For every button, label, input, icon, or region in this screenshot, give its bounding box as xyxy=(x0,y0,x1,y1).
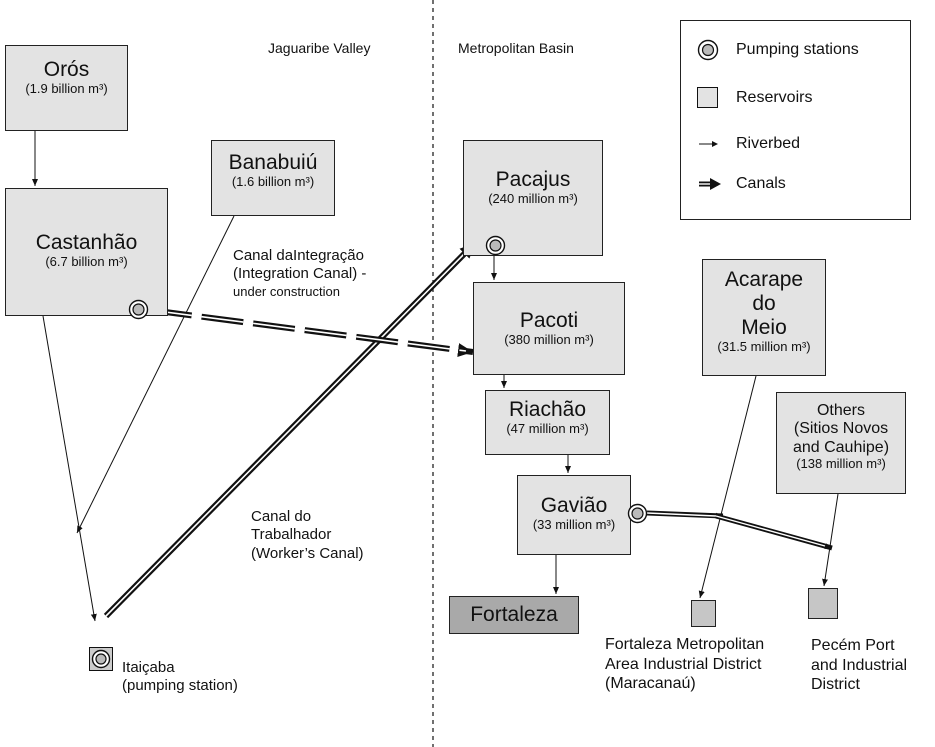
legend-item-reservoirs: Reservoirs xyxy=(681,83,910,113)
reservoir-name-line: Others xyxy=(816,402,865,419)
label-line: Trabalhador xyxy=(251,526,332,544)
reservoir-capacity: (138 million m³) xyxy=(796,456,886,472)
destination-fortaleza: Fortaleza xyxy=(449,596,579,634)
reservoir-capacity: (240 million m³) xyxy=(488,191,578,207)
reservoir-name-line: and Cauhipe) xyxy=(792,438,890,456)
riverbed-others-pecem xyxy=(822,493,839,587)
reservoir-capacity: (1.6 billion m³) xyxy=(231,174,315,190)
label-line: and Industrial xyxy=(811,656,908,674)
reservoir-name-line: Acarape xyxy=(724,268,804,291)
reservoir-acarape-do-meio: Acarape do Meio (31.5 million m³) xyxy=(702,259,826,376)
label-line: Area Industrial District xyxy=(605,655,762,673)
legend: Pumping stations Reservoirs Riverbed Can… xyxy=(680,20,911,220)
workers-canal-label: Canal do Trabalhador (Worker’s Canal) xyxy=(251,508,364,563)
maracanau-label: Fortaleza Metropolitan Area Industrial D… xyxy=(605,635,764,694)
label-line: (pumping station) xyxy=(122,677,238,695)
industrial-district-maracanau xyxy=(691,600,716,627)
pecem-label: Pecém Port and Industrial District xyxy=(811,636,907,695)
label-line: under construction xyxy=(233,283,340,299)
legend-item-canals: Canals xyxy=(681,169,910,199)
riverbed-arrow-icon xyxy=(699,141,718,147)
reservoir-name: Gavião xyxy=(540,494,608,517)
reservoir-name: Pacoti xyxy=(519,309,579,332)
reservoir-name-line: Meio xyxy=(741,316,787,340)
riverbed-banabuiu-itaicaba xyxy=(76,215,235,534)
legend-label: Canals xyxy=(736,175,786,192)
label-line: Pecém Port xyxy=(811,637,895,654)
pumping-station-icon xyxy=(128,299,149,320)
canal-arrow-icon xyxy=(699,178,721,190)
reservoir-capacity: (380 million m³) xyxy=(504,332,594,348)
legend-label: Riverbed xyxy=(736,135,801,152)
label-line: (Maracanaú) xyxy=(605,675,696,693)
label-line: Fortaleza Metropolitan xyxy=(605,636,765,653)
reservoir-capacity: (31.5 million m³) xyxy=(717,339,811,355)
legend-item-pumping: Pumping stations xyxy=(681,35,910,65)
reservoir-riachao: Riachão (47 million m³) xyxy=(485,390,610,455)
label-line: (Integration Canal) - xyxy=(233,265,367,283)
reservoir-name: Riachão xyxy=(508,398,587,421)
label-line: Canal do xyxy=(251,508,312,525)
pumping-station-icon xyxy=(485,235,506,256)
reservoir-castanhao: Castanhão (6.7 billion m³) xyxy=(5,188,168,316)
reservoir-name: Pacajus xyxy=(495,168,571,191)
industrial-district-pecem xyxy=(808,588,838,619)
reservoir-others: Others (Sitios Novos and Cauhipe) (138 m… xyxy=(776,392,906,494)
label-line: (Worker’s Canal) xyxy=(251,544,364,562)
label-line: Itaiçaba xyxy=(122,659,175,676)
reservoir-capacity: (47 million m³) xyxy=(506,421,589,437)
riverbed-castanhao-itaicaba xyxy=(42,315,97,622)
itaicaba-label: Itaiçaba (pumping station) xyxy=(122,659,238,696)
region-label-metropolitan: Metropolitan Basin xyxy=(458,40,574,56)
pumping-station-icon xyxy=(89,647,113,671)
reservoir-square-icon xyxy=(697,87,718,108)
legend-item-riverbed: Riverbed xyxy=(681,129,910,159)
reservoir-name-line: (Sitios Novos xyxy=(793,420,889,438)
reservoir-name: Banabuiú xyxy=(228,151,318,174)
legend-label: Reservoirs xyxy=(736,89,813,106)
reservoir-banabuiu: Banabuiú (1.6 billion m³) xyxy=(211,140,335,216)
integration-canal-label: Canal daIntegração (Integration Canal) -… xyxy=(233,247,366,299)
reservoir-capacity: (1.9 billion m³) xyxy=(25,81,108,97)
label-line: Canal daIntegração xyxy=(233,247,364,264)
region-label-jaguaribe: Jaguaribe Valley xyxy=(268,40,371,56)
reservoir-oros: Orós (1.9 billion m³) xyxy=(5,45,128,131)
reservoir-pacajus: Pacajus (240 million m³) xyxy=(463,140,603,256)
destination-name: Fortaleza xyxy=(470,603,558,626)
reservoir-capacity: (6.7 billion m³) xyxy=(45,254,128,270)
legend-label: Pumping stations xyxy=(736,41,859,58)
pumping-station-icon xyxy=(627,503,648,524)
reservoir-capacity: (33 million m³) xyxy=(532,517,616,533)
reservoir-name: Castanhão xyxy=(35,231,138,254)
reservoir-pacoti: Pacoti (380 million m³) xyxy=(473,282,625,375)
pumping-station-icon xyxy=(697,39,719,61)
reservoir-name: Orós xyxy=(43,58,90,81)
label-line: District xyxy=(811,676,860,694)
riverbed-acarape-maracanau xyxy=(698,375,757,599)
reservoir-name-line: do xyxy=(752,292,776,316)
reservoir-gaviao: Gavião (33 million m³) xyxy=(517,475,631,555)
